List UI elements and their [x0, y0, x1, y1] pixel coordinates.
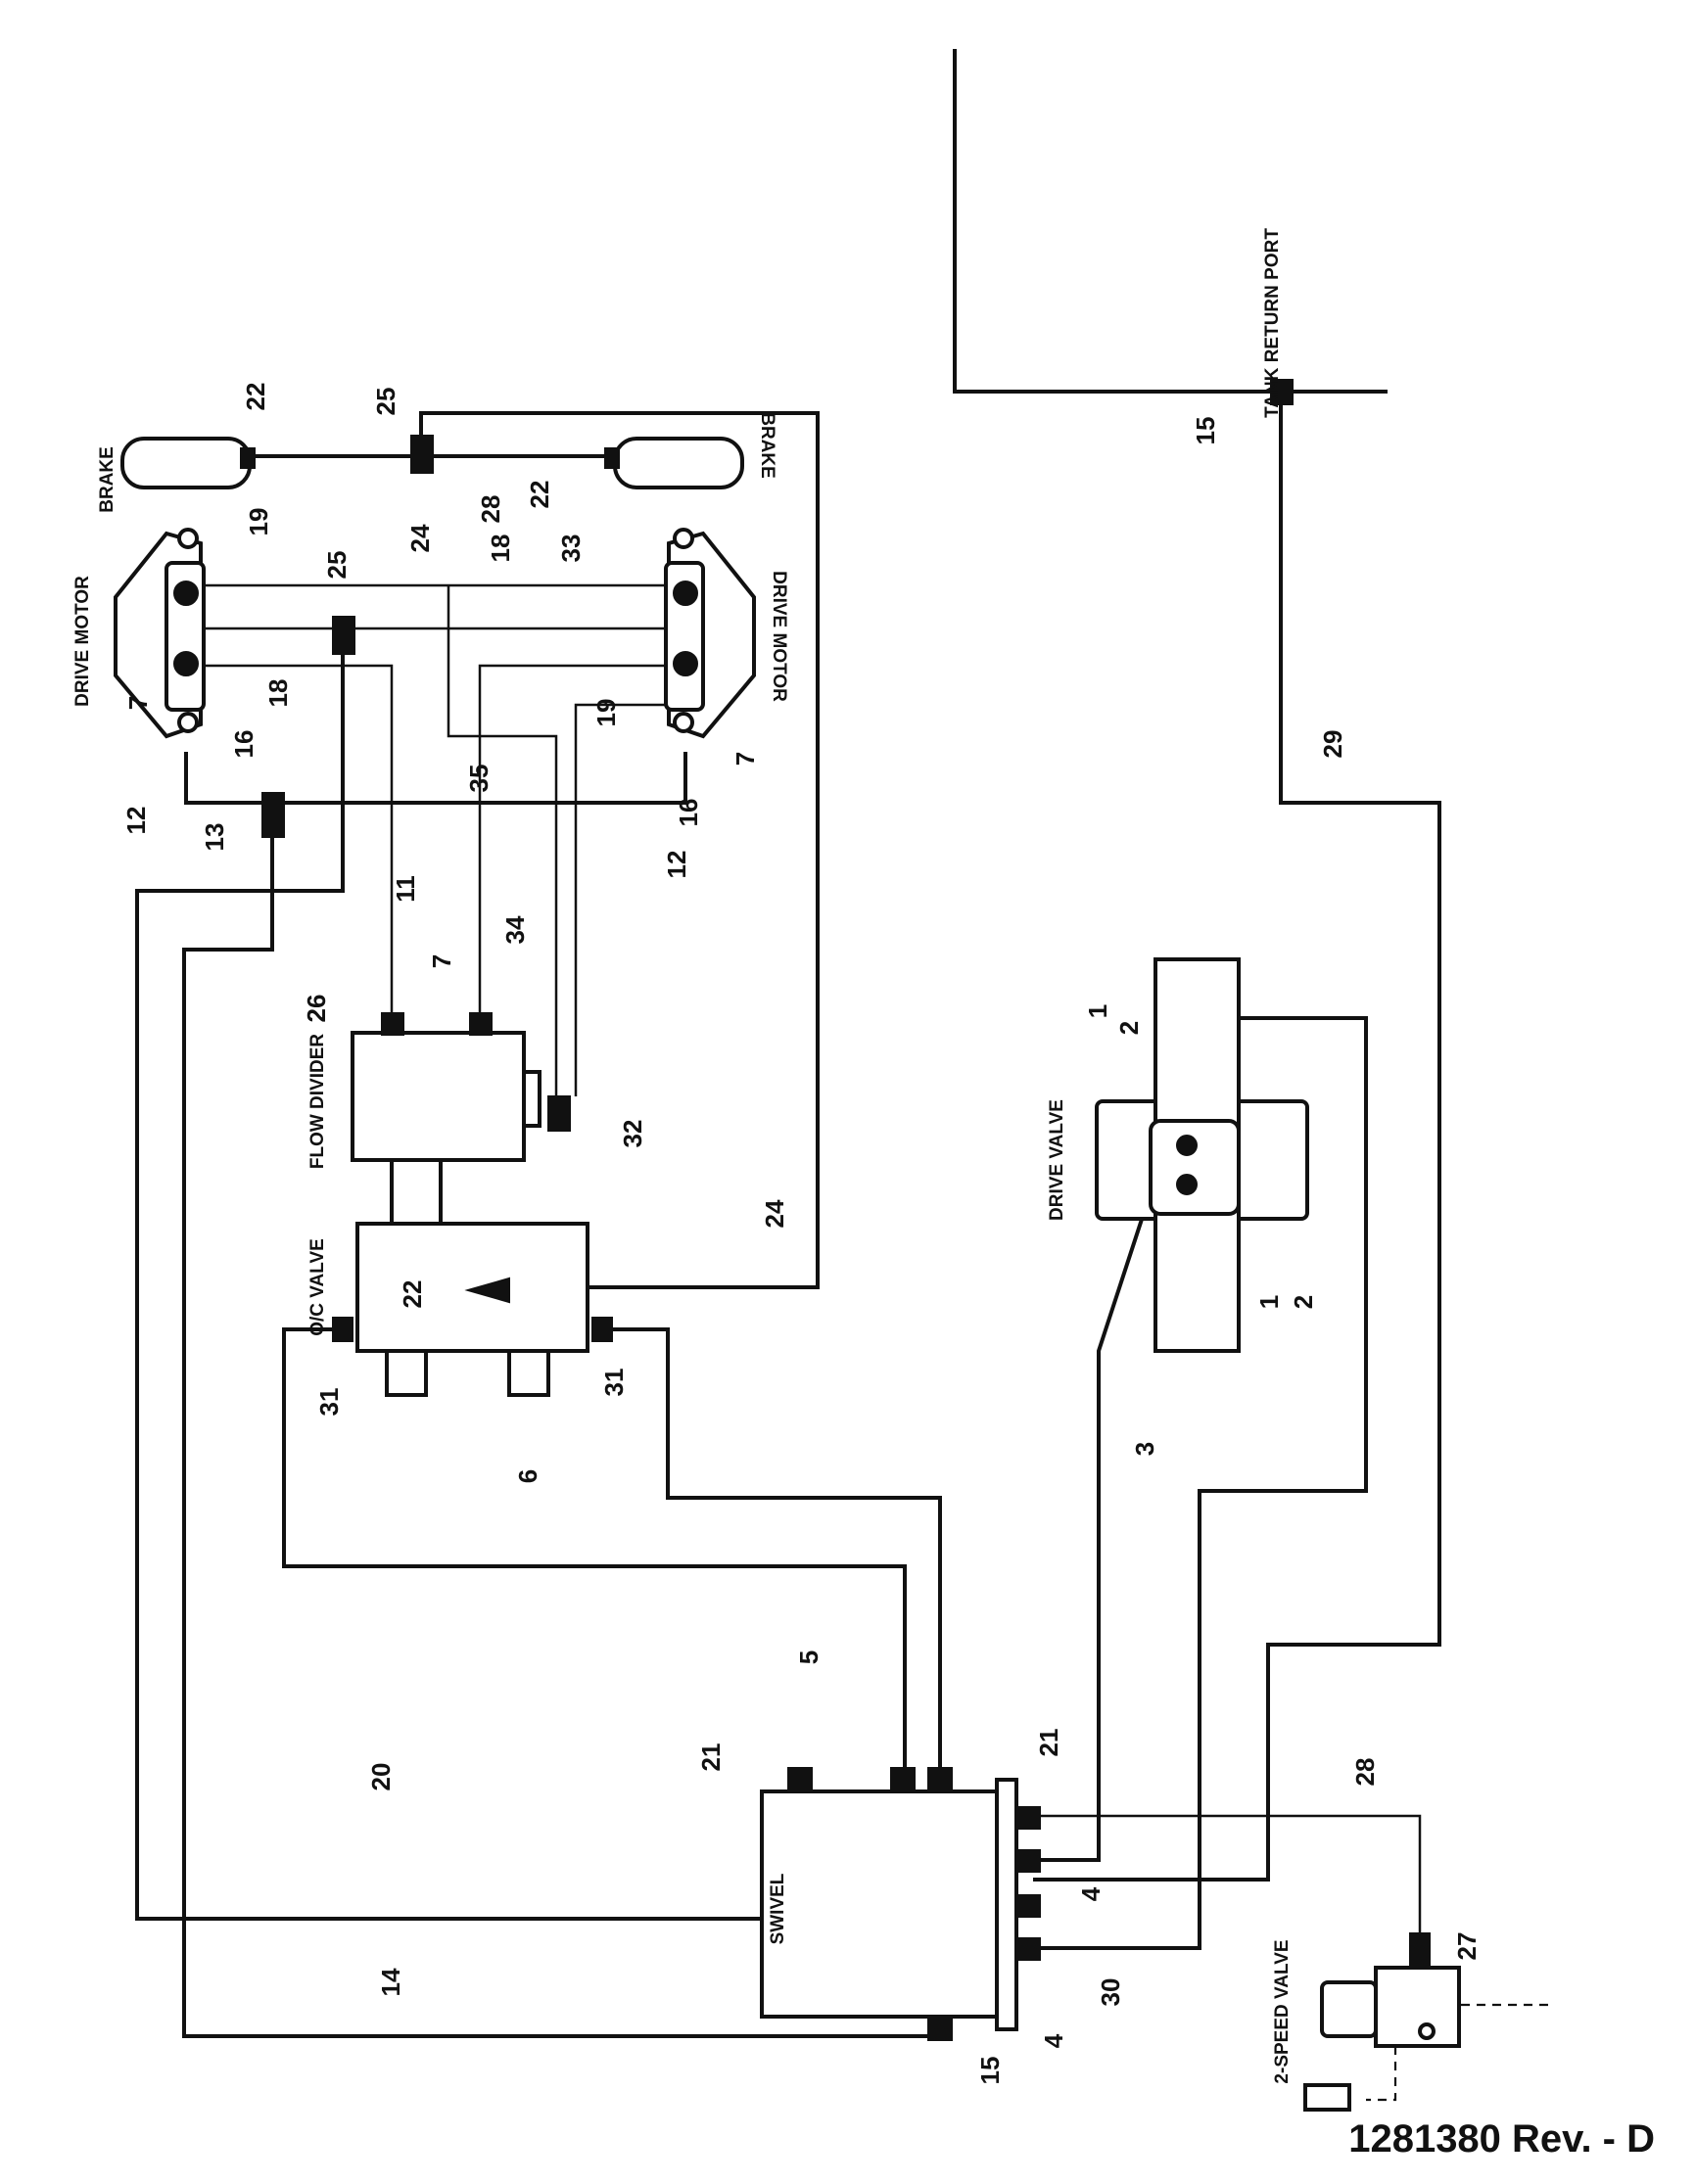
drive-valve-label: DRIVE VALVE — [1047, 1099, 1067, 1221]
callout-24: 24 — [760, 1199, 789, 1228]
callout-27: 27 — [1452, 1932, 1482, 1961]
callout-28: 28 — [476, 495, 505, 524]
callout-29: 29 — [1318, 730, 1347, 759]
callout-21: 21 — [696, 1743, 726, 1772]
drive-motor-left-label: DRIVE MOTOR — [72, 576, 93, 707]
brake-left-label: BRAKE — [97, 446, 118, 513]
callout-21: 21 — [1034, 1729, 1063, 1757]
callout-7: 7 — [123, 696, 153, 710]
callout-25: 25 — [371, 388, 400, 416]
drawing-number: 1281380 Rev. - D — [1348, 2117, 1655, 2161]
callout-18: 18 — [486, 534, 515, 563]
callout-5: 5 — [794, 1650, 824, 1664]
callouts: 22 25 22 24 28 19 25 18 33 7 18 16 19 7 … — [121, 383, 1482, 2085]
callout-33: 33 — [556, 534, 586, 563]
callout-22: 22 — [241, 383, 270, 411]
callout-7: 7 — [427, 954, 456, 968]
callout-12: 12 — [121, 807, 151, 835]
callout-24: 24 — [405, 524, 435, 552]
callout-22: 22 — [525, 481, 554, 509]
callout-30: 30 — [1096, 1978, 1125, 2007]
two-speed-valve — [1303, 1966, 1461, 2112]
tank-return-port-label: TANK RETURN PORT — [1262, 228, 1283, 418]
flow-divider — [351, 1031, 526, 1162]
callout-4: 4 — [1039, 2033, 1068, 2048]
callout-1: 1 — [1083, 1004, 1112, 1018]
callout-16: 16 — [229, 730, 259, 759]
callout-12: 12 — [662, 851, 691, 879]
callout-26: 26 — [302, 995, 331, 1023]
callout-25: 25 — [322, 551, 352, 580]
oc-valve-label: O/C VALVE — [307, 1238, 328, 1336]
callout-20: 20 — [366, 1763, 396, 1791]
callout-6: 6 — [513, 1469, 542, 1483]
callout-15: 15 — [1191, 417, 1220, 445]
callout-22: 22 — [398, 1280, 427, 1309]
callout-11: 11 — [391, 875, 420, 903]
callout-1: 1 — [1254, 1295, 1284, 1309]
callout-2: 2 — [1289, 1295, 1318, 1309]
callout-18: 18 — [263, 679, 293, 708]
callout-34: 34 — [500, 915, 530, 944]
swivel-label: SWIVEL — [768, 1873, 788, 1944]
drive-motor-right-label: DRIVE MOTOR — [769, 571, 789, 702]
two-speed-valve-label: 2-SPEED VALVE — [1272, 1939, 1293, 2083]
callout-15: 15 — [975, 2057, 1005, 2085]
fittings — [240, 379, 1431, 2041]
oc-valve — [355, 1222, 589, 1353]
callout-31: 31 — [314, 1388, 344, 1417]
drive-motor-left — [114, 528, 206, 739]
callout-19: 19 — [244, 508, 273, 536]
callout-7: 7 — [730, 752, 760, 766]
brake-right — [613, 437, 744, 489]
hose-lines — [135, 49, 1552, 2102]
callout-3: 3 — [1130, 1442, 1159, 1456]
callout-13: 13 — [200, 823, 229, 852]
brake-left — [120, 437, 252, 489]
callout-19: 19 — [591, 699, 621, 727]
brake-right-label: BRAKE — [757, 412, 777, 479]
callout-28: 28 — [1350, 1758, 1380, 1787]
callout-4: 4 — [1076, 1886, 1106, 1901]
callout-31: 31 — [599, 1369, 629, 1397]
drive-motor-right — [664, 528, 756, 739]
callout-16: 16 — [674, 799, 703, 827]
flow-divider-label: FLOW DIVIDER — [307, 1034, 328, 1170]
callout-35: 35 — [464, 765, 494, 793]
drive-valve — [1095, 957, 1309, 1353]
callout-2: 2 — [1114, 1021, 1144, 1035]
swivel — [760, 1789, 999, 2019]
callout-32: 32 — [618, 1120, 647, 1148]
callout-14: 14 — [376, 1968, 405, 1996]
